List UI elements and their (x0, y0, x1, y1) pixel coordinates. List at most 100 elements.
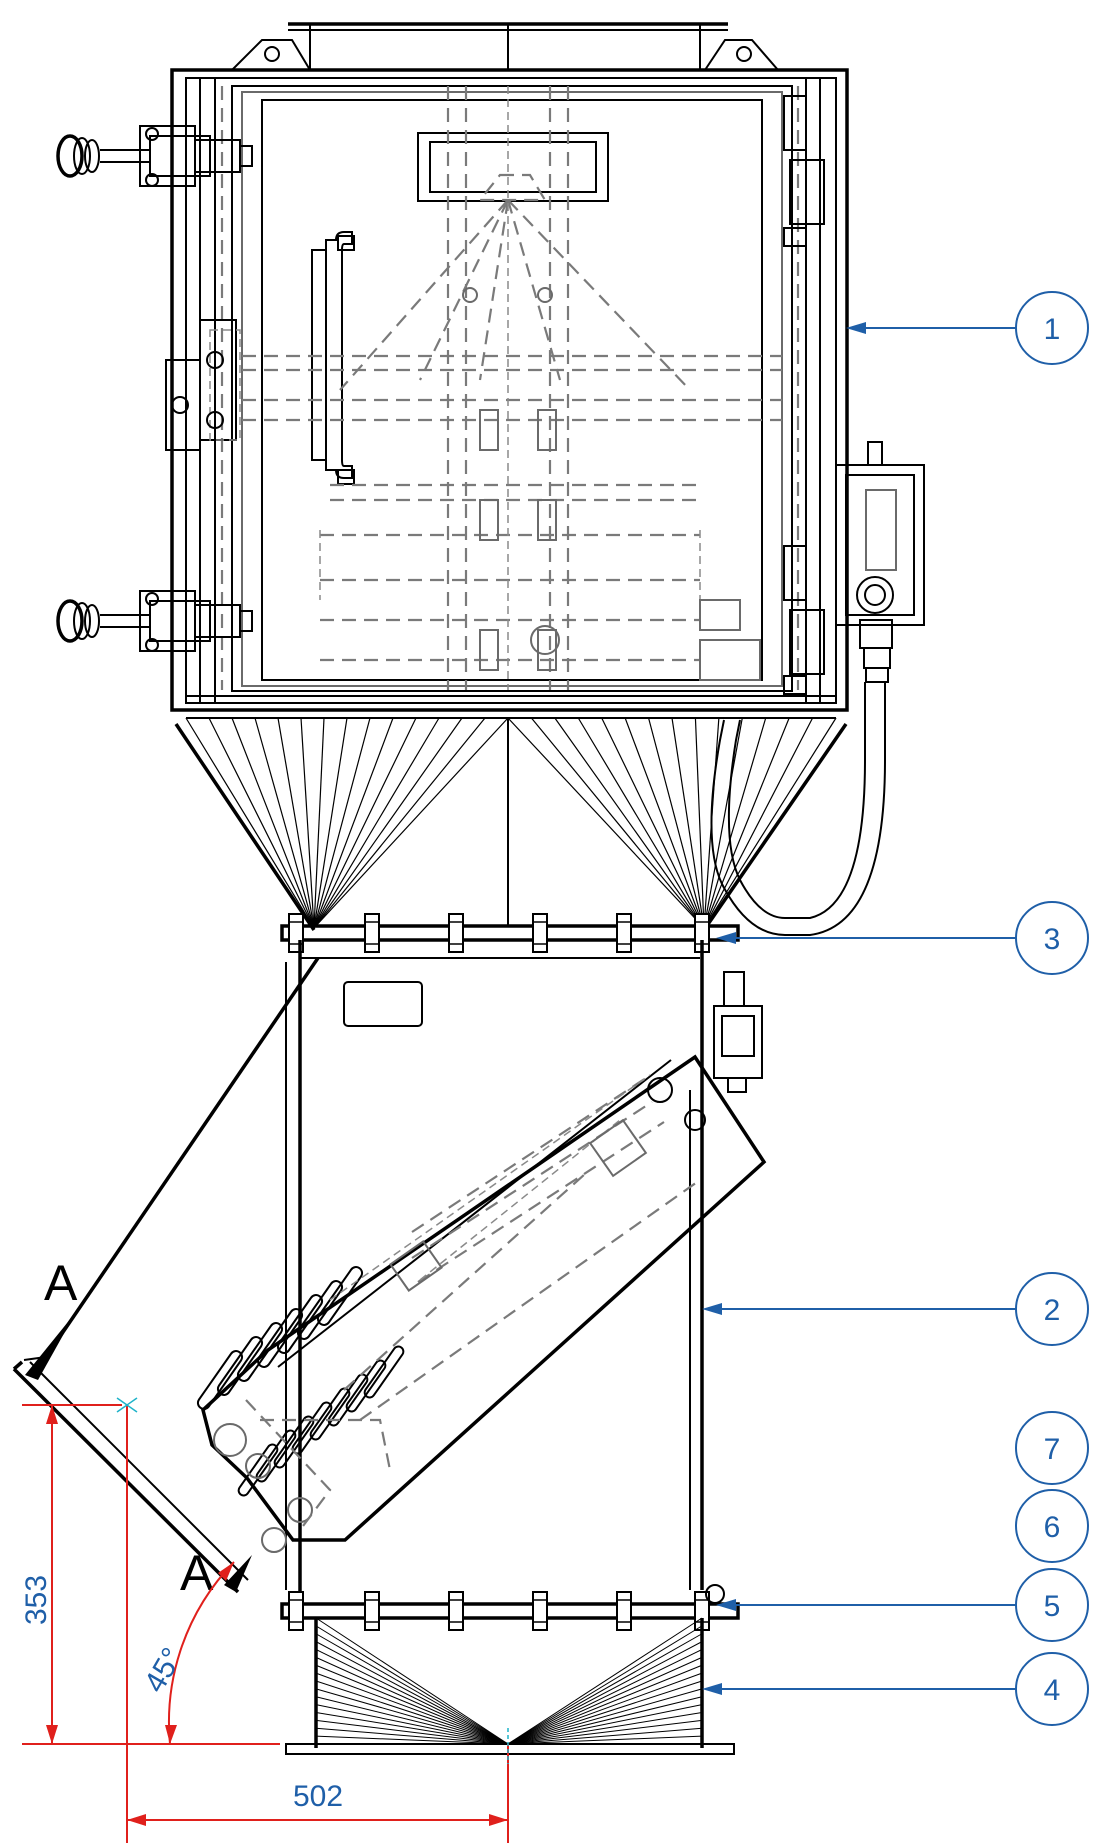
section-label-bottom: A (180, 1545, 214, 1601)
lower-hopper-ray (507, 1719, 703, 1745)
flange-bolt (364, 1591, 380, 1631)
hopper-ray (185, 717, 315, 929)
flange-bolt (532, 1591, 548, 1631)
lower-hopper-ray (315, 1656, 509, 1745)
dimensions: 353 502 45° (20, 1397, 509, 1843)
section-mark: A A (12, 1255, 252, 1601)
flap-slot (296, 1280, 344, 1340)
flap-slot (316, 1266, 364, 1326)
hopper-ray (313, 717, 348, 929)
hopper-ray (703, 717, 720, 929)
flange-bolt (448, 1591, 464, 1631)
hopper-ray (313, 717, 371, 929)
lower-latch (56, 590, 253, 652)
hopper-ray (300, 717, 315, 929)
lower-hopper-ray (507, 1735, 703, 1745)
hopper-ray (313, 717, 394, 929)
diverter-flap (196, 1054, 767, 1553)
right-hinges (783, 95, 825, 695)
hopper-ray (703, 717, 814, 929)
lower-hopper-ray (315, 1649, 509, 1745)
lower-hopper-ray (315, 1617, 509, 1745)
lower-hopper-ray (507, 1649, 703, 1745)
flap-slot (236, 1322, 284, 1382)
balloon-6-label: 6 (1044, 1511, 1061, 1544)
balloon-7: 7 (1015, 1411, 1089, 1485)
upper-housing (56, 22, 925, 936)
hopper-ray (703, 717, 743, 929)
lower-hopper-ray (315, 1727, 509, 1745)
hopper-ray (671, 717, 705, 929)
flap-slot (327, 1373, 369, 1427)
flap-slot (216, 1336, 264, 1396)
hidden-actuator (213, 1074, 706, 1553)
hopper-ray (647, 717, 705, 929)
flange-bolt (364, 913, 380, 953)
flap-slot (345, 1359, 387, 1413)
upper-flange (280, 913, 740, 953)
lower-hopper-ray (507, 1688, 703, 1745)
lower-hopper-ray (507, 1680, 703, 1745)
lower-hopper-ray (507, 1727, 703, 1745)
lower-hopper-ray (507, 1617, 703, 1745)
lower-hopper-ray (315, 1719, 509, 1745)
balloon-2: 2 (1015, 1272, 1089, 1346)
hopper-ray (703, 717, 790, 929)
balloon-4: 4 (1015, 1652, 1089, 1726)
lower-hopper-ray (315, 1735, 509, 1745)
section-label-top: A (44, 1255, 78, 1311)
balloon-1: 1 (1015, 291, 1089, 365)
flap-slot (276, 1294, 324, 1354)
hopper-ray (577, 717, 705, 929)
lower-hopper-ray (315, 1712, 509, 1745)
hopper-ray (313, 717, 440, 929)
flap-slot (309, 1387, 351, 1441)
hopper-ray (231, 717, 315, 929)
lower-hopper-ray (315, 1672, 509, 1745)
upper-latch (56, 125, 253, 187)
balloon-5-label: 5 (1044, 1590, 1061, 1623)
balloon-7-label: 7 (1044, 1433, 1061, 1466)
hopper-ray (313, 717, 417, 929)
hopper-ray (703, 717, 767, 929)
flap-slot (255, 1429, 297, 1483)
hopper-ray (313, 717, 486, 929)
dimension-angle: 45° (138, 1642, 189, 1698)
flap-slot (273, 1415, 315, 1469)
hopper-ray (313, 717, 325, 929)
flange-bolt (616, 913, 632, 953)
flap-slot (256, 1308, 304, 1368)
lower-hopper-ray (315, 1696, 509, 1745)
hopper-ray (507, 717, 705, 929)
hopper-ray (624, 717, 705, 929)
hopper-ray (313, 717, 463, 929)
hopper-ray (601, 717, 705, 929)
lower-hopper-ray (315, 1688, 509, 1745)
lower-hopper-ray (315, 1633, 509, 1745)
lower-flange (280, 1584, 740, 1631)
hopper-ray (554, 717, 705, 929)
lower-hopper-ray (507, 1633, 703, 1745)
balloon-1-label: 1 (1044, 313, 1061, 346)
flange-bolt (532, 913, 548, 953)
flange-bolt (448, 913, 464, 953)
hopper-ray (703, 717, 837, 929)
dimension-height: 353 (20, 1575, 53, 1625)
balloon-4-label: 4 (1044, 1674, 1061, 1707)
lower-hopper-ray (507, 1672, 703, 1745)
upper-hopper (174, 717, 848, 931)
flap-slot (196, 1350, 244, 1410)
flange-bolt (288, 1591, 304, 1631)
leaders (702, 322, 1016, 1695)
balloon-3: 3 (1015, 901, 1089, 975)
lower-hopper-ray (507, 1704, 703, 1745)
lower-hopper-ray (315, 1641, 509, 1745)
lower-hopper-ray (507, 1656, 703, 1745)
hidden-fasteners (462, 287, 761, 681)
hopper-ray (694, 717, 705, 929)
hopper-ray (254, 717, 315, 929)
hopper-ray (313, 717, 509, 929)
dimension-width: 502 (293, 1780, 343, 1813)
lower-hopper-ray (315, 1664, 509, 1745)
